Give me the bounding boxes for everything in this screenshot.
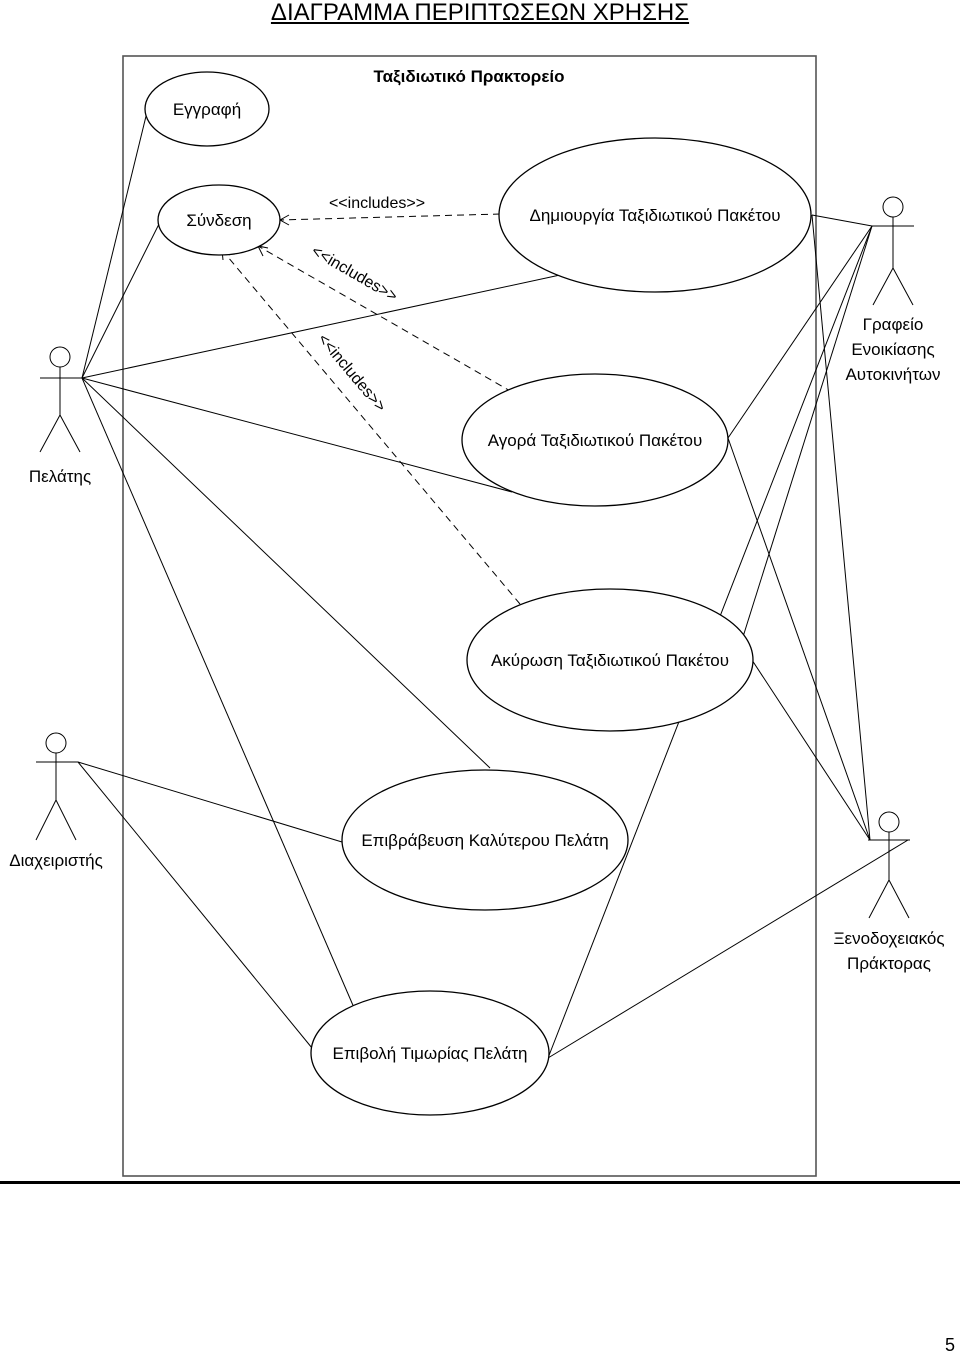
include-create-login	[279, 213, 501, 221]
include-buy-login-arrowhead	[257, 245, 269, 257]
use-case-cancel-package-shape	[466, 588, 754, 732]
use-case-cancel-package: Ακύρωση Ταξιδιωτικού Πακέτου	[466, 588, 754, 732]
include-create-login-label: <<includes>>	[329, 195, 425, 212]
actor-hotel-agent-head	[878, 811, 900, 833]
use-case-penalize-customer-label: Επιβολή Τιμωρίας Πελάτη	[332, 1044, 527, 1063]
use-case-login: Σύνδεση	[157, 184, 281, 256]
actor-administrator: Διαχειριστής	[9, 732, 103, 870]
assoc-hotel-cancel-package	[751, 659, 871, 841]
actor-hotel-agent: Ξενοδοχειακός Πράκτορας	[833, 811, 945, 973]
actor-car-rental-right-leg	[892, 267, 914, 306]
use-case-penalize-customer-shape	[310, 990, 550, 1116]
actor-car-rental-label-line-3: Αυτοκινήτων	[845, 365, 940, 384]
use-case-reward-customer-shape	[341, 769, 629, 911]
assoc-customer-reward	[81, 377, 491, 769]
actor-car-rental-label-line-2: Ενοικίασης	[851, 340, 934, 359]
customer-associations	[81, 107, 561, 1011]
assoc-admin-reward	[77, 761, 343, 843]
actor-customer-head	[49, 346, 71, 368]
page-title: ΔΙΑΓΡΑΜΜΑ ΠΕΡΙΠΤΩΣΕΩΝ ΧΡΗΣΗΣ	[270, 0, 690, 26]
use-case-login-shape	[157, 184, 281, 256]
assoc-customer-create-package	[81, 274, 561, 379]
assoc-carrental-buy-package	[727, 225, 873, 439]
use-case-penalize-customer: Επιβολή Τιμωρίας Πελάτη	[310, 990, 550, 1116]
actor-administrator-head	[45, 732, 67, 754]
use-case-buy-package-shape	[461, 373, 729, 507]
use-case-reward-customer-label: Επιβράβευση Καλύτερου Πελάτη	[361, 831, 608, 850]
assoc-customer-penalize	[81, 377, 356, 1011]
use-case-registration-shape	[144, 71, 270, 147]
use-case-buy-package: Αγορά Ταξιδιωτικού Πακέτου	[461, 373, 729, 507]
assoc-hotel-create-package	[811, 214, 871, 841]
use-case-registration-label: Εγγραφή	[173, 100, 241, 119]
include-relations: <<includes>> <<includes>> <<includes>>	[221, 195, 521, 605]
actor-customer-left-leg	[39, 414, 61, 453]
include-cancel-login	[221, 249, 521, 605]
page-number: 5	[944, 1335, 955, 1355]
actor-hotel-agent-label-line-1: Ξενοδοχειακός	[833, 929, 944, 948]
actor-customer-label: Πελάτης	[29, 467, 91, 486]
use-case-buy-package-label: Αγορά Ταξιδιωτικού Πακέτου	[488, 431, 703, 450]
use-case-registration: Εγγραφή	[144, 71, 270, 147]
use-case-create-package: Δημιουργία Ταξιδιωτικού Πακέτου	[498, 137, 812, 293]
assoc-customer-buy-package	[81, 377, 513, 493]
assoc-carrental-cancel-package	[741, 225, 873, 641]
actor-administrator-left-leg	[35, 799, 57, 841]
actor-car-rental-head	[882, 196, 904, 218]
actor-administrator-label: Διαχειριστής	[9, 851, 103, 870]
assoc-customer-registration	[81, 107, 149, 379]
hotel-agent-associations	[547, 214, 909, 1059]
include-buy-login-label: <<includes>>	[308, 243, 400, 306]
assoc-carrental-create-package	[811, 214, 873, 227]
actor-customer: Πελάτης	[29, 346, 91, 486]
assoc-customer-login	[81, 221, 161, 379]
actor-hotel-agent-left-leg	[868, 879, 890, 919]
system-name: Ταξιδιωτικό Πρακτορείο	[373, 67, 564, 86]
system-boundary	[122, 55, 817, 1177]
use-case-create-package-label: Δημιουργία Ταξιδιωτικού Πακέτου	[530, 206, 781, 225]
assoc-hotel-buy-package	[727, 437, 871, 841]
use-case-create-package-shape	[498, 137, 812, 293]
use-case-login-label: Σύνδεση	[186, 211, 251, 230]
actor-car-rental-left-leg	[872, 267, 894, 306]
actor-administrator-right-leg	[55, 799, 77, 841]
use-case-reward-customer: Επιβράβευση Καλύτερου Πελάτη	[341, 769, 629, 911]
assoc-hotel-penalize	[547, 839, 909, 1059]
actor-hotel-agent-right-leg	[888, 879, 910, 919]
actor-car-rental-office: Γραφείο Ενοικίασης Αυτοκινήτων	[845, 196, 941, 384]
actor-customer-right-leg	[59, 414, 81, 453]
actor-car-rental-label-line-1: Γραφείο	[863, 315, 924, 334]
assoc-admin-penalize	[77, 761, 313, 1049]
include-buy-login	[257, 245, 513, 393]
use-case-cancel-package-label: Ακύρωση Ταξιδιωτικού Πακέτου	[491, 651, 729, 670]
footer-rule	[0, 1181, 960, 1184]
administrator-associations	[77, 761, 343, 1049]
actor-hotel-agent-label-line-2: Πράκτορας	[847, 954, 931, 973]
